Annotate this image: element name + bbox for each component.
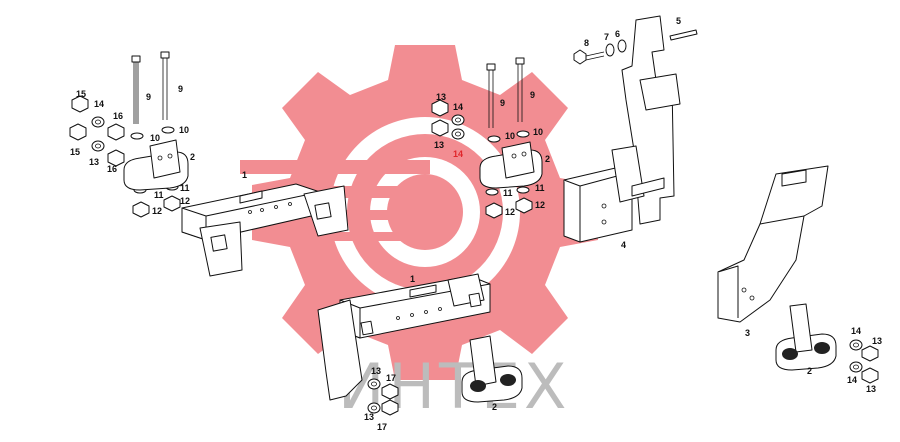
callout-9: 9 <box>146 92 151 102</box>
callout-12: 12 <box>180 196 190 206</box>
center-small-fasteners <box>431 99 533 219</box>
left-front-bracket <box>181 183 349 277</box>
callout-8: 8 <box>584 38 589 48</box>
callout-11: 11 <box>180 183 190 193</box>
callout-11: 11 <box>535 183 545 193</box>
callout-10: 10 <box>179 125 189 135</box>
callout-10: 10 <box>505 131 515 141</box>
bottom-front-bracket <box>317 273 491 401</box>
callout-9: 9 <box>530 90 535 100</box>
callout-6: 6 <box>615 29 620 39</box>
callout-1: 1 <box>410 274 415 284</box>
bottom-small-fasteners <box>367 378 399 416</box>
callout-12: 12 <box>505 207 515 217</box>
callout-13: 13 <box>872 336 882 346</box>
callout-14: 14 <box>94 99 104 109</box>
callout-7: 7 <box>604 32 609 42</box>
right-small-fasteners <box>849 339 879 384</box>
washers-7-6 <box>605 39 627 57</box>
rear-mount-bracket-4 <box>563 15 681 243</box>
callout-16: 16 <box>113 111 123 121</box>
center-bolts-9 <box>486 57 525 128</box>
callout-13: 13 <box>364 412 374 422</box>
callout-3: 3 <box>745 328 750 338</box>
callout-4: 4 <box>621 240 626 250</box>
callout-11: 11 <box>503 188 513 198</box>
callout-13: 13 <box>866 384 876 394</box>
callout-14: 14 <box>851 326 861 336</box>
callout-13: 13 <box>371 366 381 376</box>
callout-12: 12 <box>152 206 162 216</box>
left-small-fasteners <box>69 95 181 218</box>
callout-2: 2 <box>492 402 497 412</box>
callout-10: 10 <box>150 133 160 143</box>
callout-2: 2 <box>190 152 195 162</box>
callout-12: 12 <box>535 200 545 210</box>
bolt-8 <box>573 49 605 65</box>
callout-14: 14 <box>453 102 463 112</box>
callout-2: 2 <box>807 366 812 376</box>
callout-15: 15 <box>76 89 86 99</box>
side-bracket-3 <box>717 165 829 323</box>
callout-17: 17 <box>377 422 387 432</box>
callout-5: 5 <box>676 16 681 26</box>
pin-5 <box>669 29 698 41</box>
bottom-engine-mount <box>461 335 523 403</box>
callout-9: 9 <box>178 84 183 94</box>
callout-14: 14 <box>847 375 857 385</box>
callout-15: 15 <box>70 147 80 157</box>
callout-14: 14 <box>453 149 463 159</box>
callout-13: 13 <box>434 140 444 150</box>
callout-9: 9 <box>500 98 505 108</box>
callout-13: 13 <box>89 157 99 167</box>
right-engine-mount <box>775 303 837 371</box>
left-bolt-9a <box>131 55 141 124</box>
callout-13: 13 <box>436 92 446 102</box>
callout-11: 11 <box>154 190 164 200</box>
left-bolt-9b <box>160 51 170 120</box>
left-engine-mount <box>123 139 189 191</box>
callout-1: 1 <box>242 170 247 180</box>
callout-2: 2 <box>545 154 550 164</box>
center-engine-mount <box>479 141 543 189</box>
callout-17: 17 <box>386 373 396 383</box>
callout-10: 10 <box>533 127 543 137</box>
callout-16: 16 <box>107 164 117 174</box>
